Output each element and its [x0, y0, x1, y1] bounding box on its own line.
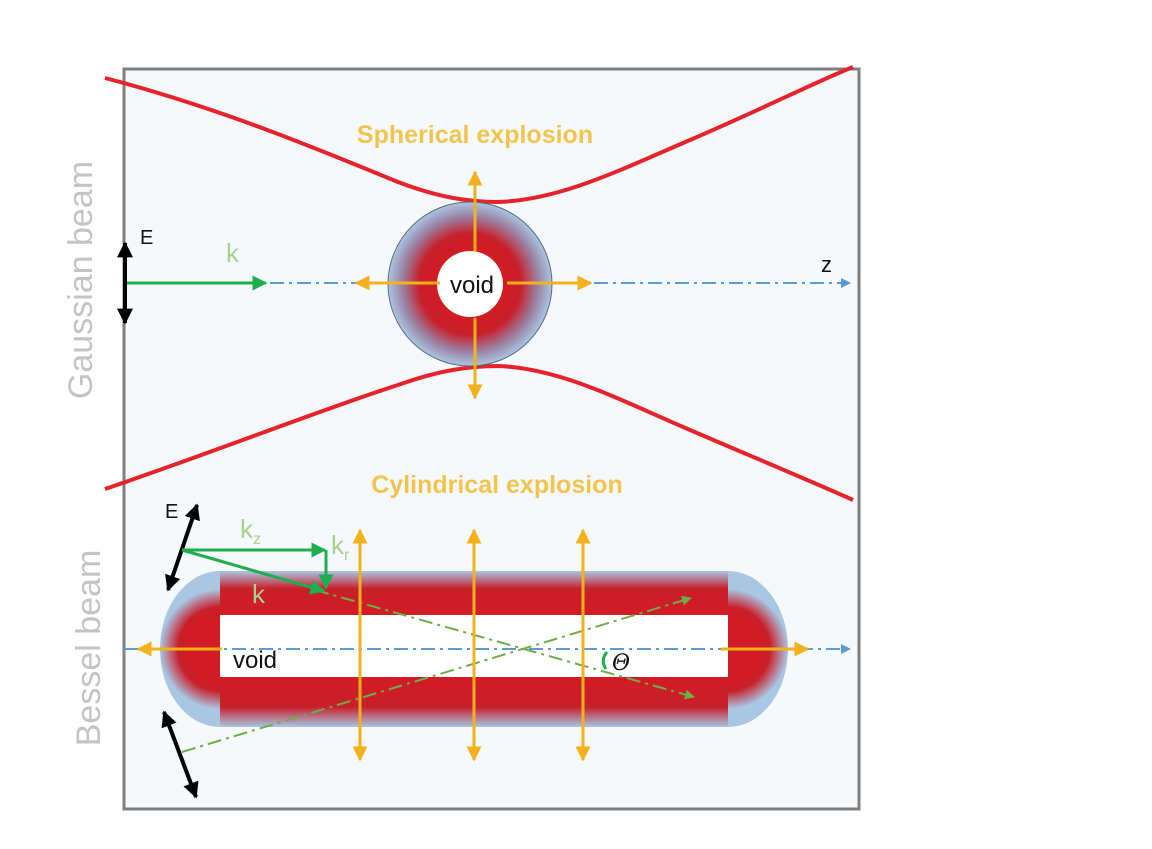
k-label-bottom: k: [252, 579, 266, 609]
void-label-bottom: void: [233, 647, 277, 674]
spherical-explosion-title: Spherical explosion: [357, 121, 593, 149]
conical-ray-up: [181, 595, 692, 753]
k-vector-bottom: [181, 548, 326, 595]
theta-arc: [601, 651, 609, 670]
kr-label: kr: [331, 530, 350, 564]
e-field-arrow-bottom-1: [165, 503, 200, 592]
z-axis-label: z: [821, 252, 832, 277]
theta-label: Θ: [612, 651, 630, 676]
e-label-top: E: [140, 227, 153, 249]
gaussian-envelope-top: [104, 65, 854, 205]
bessel-beam-label: Bessel beam: [70, 550, 108, 747]
conical-ray-down: [314, 589, 695, 700]
k-label-top: k: [226, 238, 240, 268]
e-field-arrow-bottom-2: [161, 710, 199, 799]
gaussian-envelope-bottom: [104, 363, 854, 502]
void-label-top: void: [450, 272, 494, 299]
void-sphere: [437, 251, 503, 317]
cylindrical-explosion-title: Cylindrical explosion: [371, 471, 622, 499]
kz-label: kz: [240, 514, 261, 548]
gaussian-beam-label: Gaussian beam: [62, 161, 100, 399]
e-label-bottom: E: [165, 501, 178, 523]
